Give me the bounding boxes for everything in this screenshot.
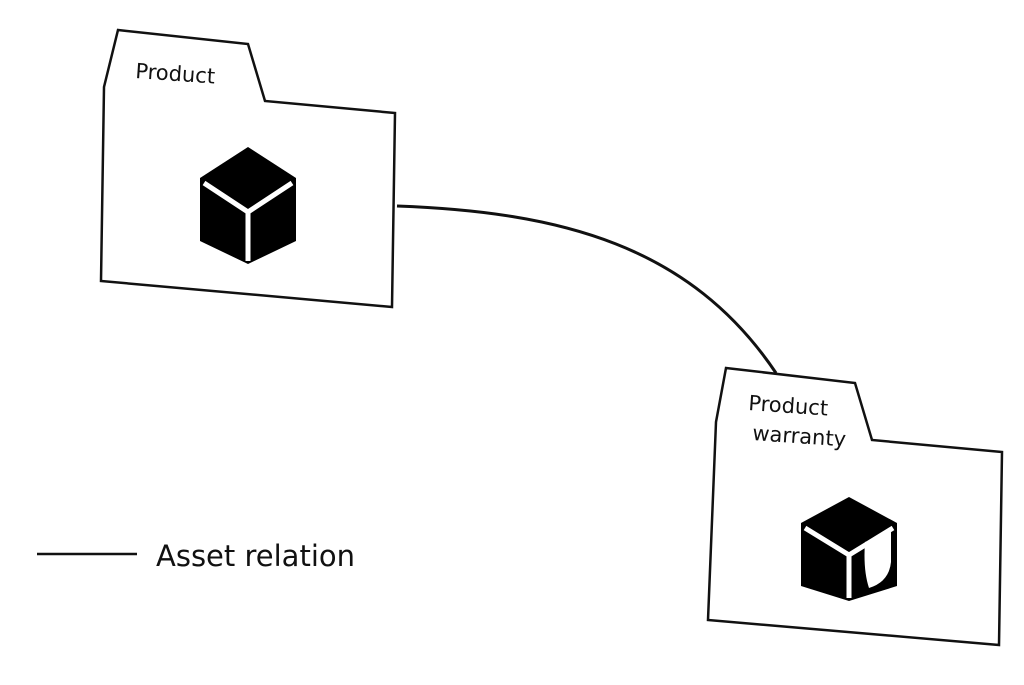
shield-icon (864, 532, 891, 588)
product-warranty-label-line1: Product (748, 391, 829, 421)
legend: Asset relation (37, 539, 355, 573)
cube-icon (200, 147, 296, 264)
product-folder-label: Product (135, 59, 216, 89)
cube-shield-icon (801, 497, 897, 601)
asset-relation-connector[interactable] (396, 204, 778, 374)
product-folder-node[interactable]: Product (99, 28, 397, 309)
legend-asset-relation-label: Asset relation (156, 539, 355, 573)
product-warranty-folder-node[interactable]: Product warranty (706, 366, 1004, 647)
